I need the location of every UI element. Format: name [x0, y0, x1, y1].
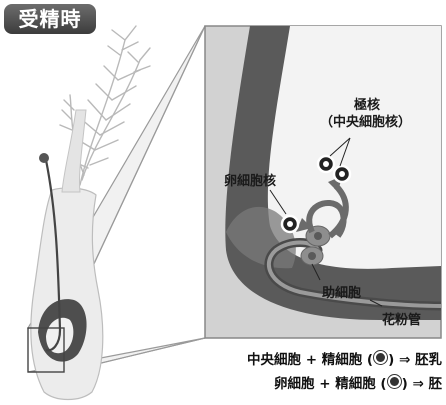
formula-endosperm: 中央細胞 + 精細胞 ( ) ⇒ 胚乳	[170, 348, 442, 368]
leader-lines	[269, 137, 383, 307]
title-badge: 受精時	[4, 4, 96, 34]
pollen-grain	[39, 153, 49, 163]
pollen-tube-overview	[44, 159, 62, 352]
label-egg-cell-nucleus: 卵細胞核	[224, 174, 277, 189]
label-pollen-tube: 花粉管	[382, 313, 422, 328]
formula-embryo-right: ) ⇒ 胚	[401, 376, 442, 392]
zoom-panel	[204, 25, 442, 339]
stigma-feathers	[59, 25, 151, 186]
ovary-body	[30, 187, 104, 401]
formula-endosperm-left: 中央細胞 + 精細胞 (	[247, 352, 374, 368]
formula-embryo: 卵細胞 + 精細胞 ( ) ⇒ 胚	[170, 372, 442, 392]
formula-endosperm-right: ) ⇒ 胚乳	[388, 352, 442, 368]
label-polar-nuclei: 極核	[354, 98, 381, 113]
sperm-cell-icon	[374, 351, 388, 364]
style	[61, 109, 87, 193]
arrow-to-polar	[328, 183, 349, 239]
arrow-head-egg	[296, 218, 312, 232]
sperm-cell-icon	[387, 375, 401, 388]
label-synergid: 助細胞	[322, 286, 362, 301]
label-central-cell-nucleus: （中央細胞核）	[320, 115, 412, 130]
formula-embryo-left: 卵細胞 + 精細胞 (	[274, 376, 387, 392]
zoom-box	[27, 327, 65, 373]
title-text: 受精時	[18, 7, 82, 31]
